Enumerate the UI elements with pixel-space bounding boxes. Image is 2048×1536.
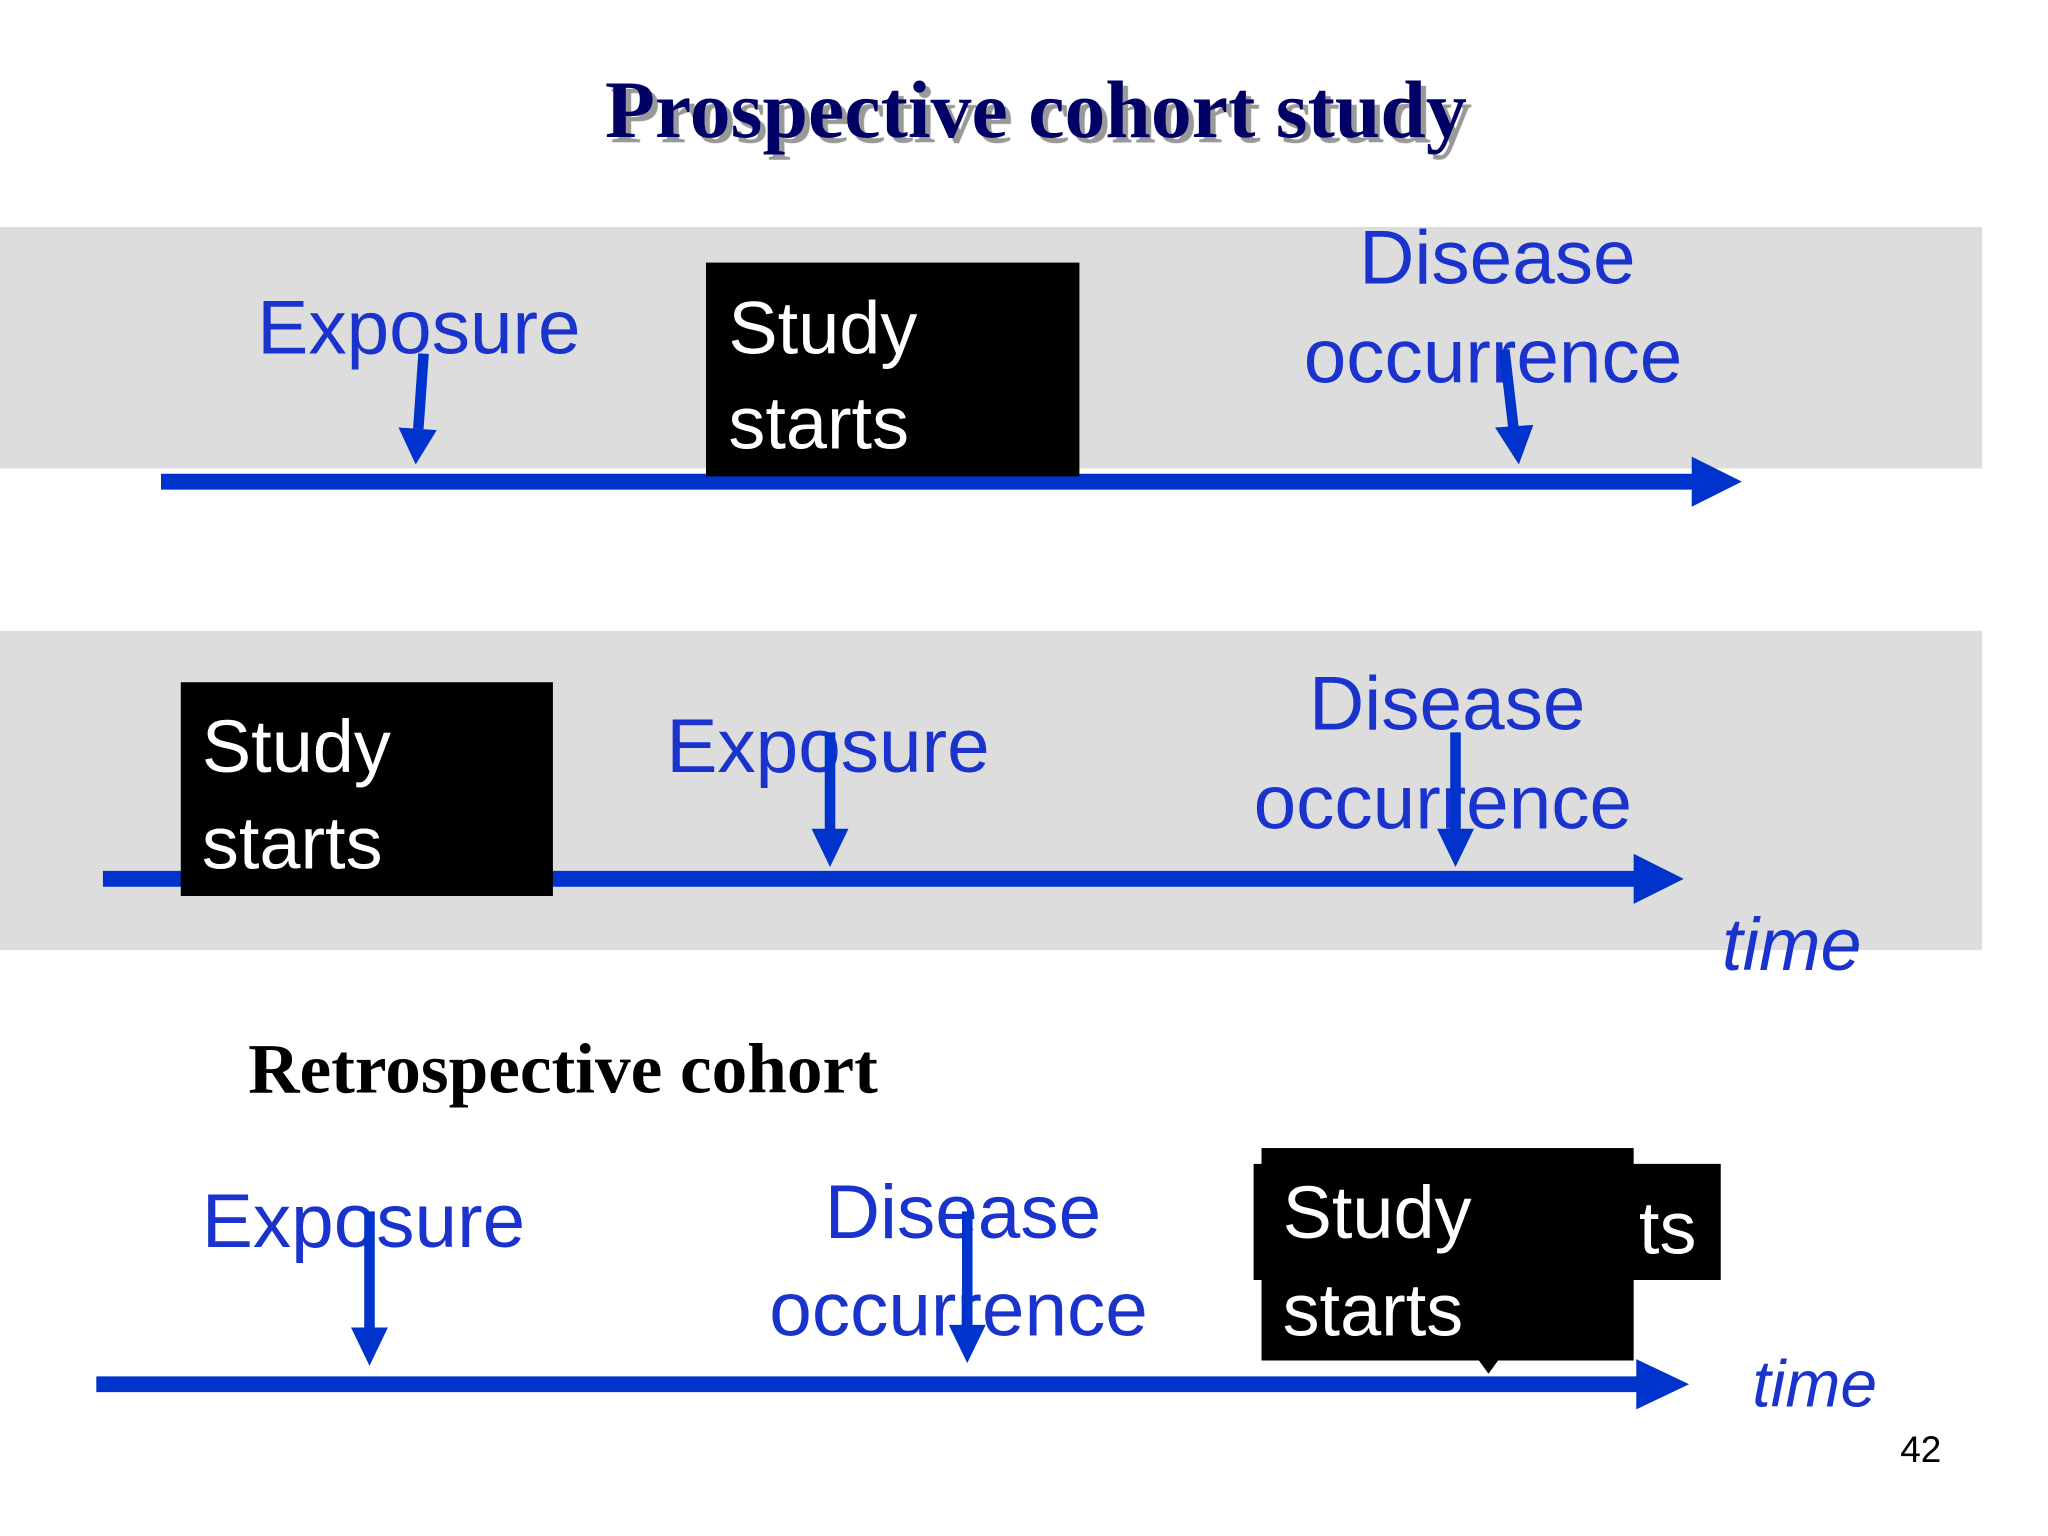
timeline-arrowhead-icon [1636, 1359, 1690, 1410]
callout-pointer [1477, 1359, 1500, 1374]
arrow-down-icon [1495, 424, 1534, 465]
study-label-2: starts [1283, 1268, 1464, 1351]
study-label-2: starts [202, 801, 383, 884]
page-title: Prospective cohort study [605, 64, 1467, 155]
arrow-down-icon [811, 828, 849, 867]
page-number: 42 [1900, 1429, 1941, 1470]
study-label-2: starts [728, 382, 909, 465]
study-starts-box [180, 682, 553, 896]
timeline-arrowhead-icon [1691, 456, 1742, 507]
study-label-1: Study [728, 287, 917, 370]
timeline-arrowhead-icon [1633, 853, 1684, 904]
disease-arrow [1499, 349, 1519, 430]
arrow-down-icon [948, 1324, 986, 1364]
arrow-down-icon [398, 427, 437, 465]
study-starts-box [705, 262, 1080, 477]
retrospective-heading: Retrospective cohort [248, 1031, 878, 1109]
disease-label-2: occurrence [1304, 315, 1683, 400]
study-label-1: Study [202, 705, 391, 788]
disease-label-1: Disease [1359, 216, 1635, 301]
back-box-fragment: ts [1639, 1187, 1696, 1270]
arrow-down-icon [351, 1327, 388, 1366]
time-label: time [1752, 1347, 1877, 1421]
exposure-arrow [413, 353, 429, 430]
arrow-down-icon [1437, 828, 1474, 867]
time-label: time [1722, 903, 1862, 986]
exposure-label: Exposure [202, 1179, 525, 1264]
study-starts-box [1261, 1148, 1634, 1361]
study-label-1: Study [1283, 1171, 1472, 1254]
disease-label-1: Disease [1309, 662, 1585, 747]
